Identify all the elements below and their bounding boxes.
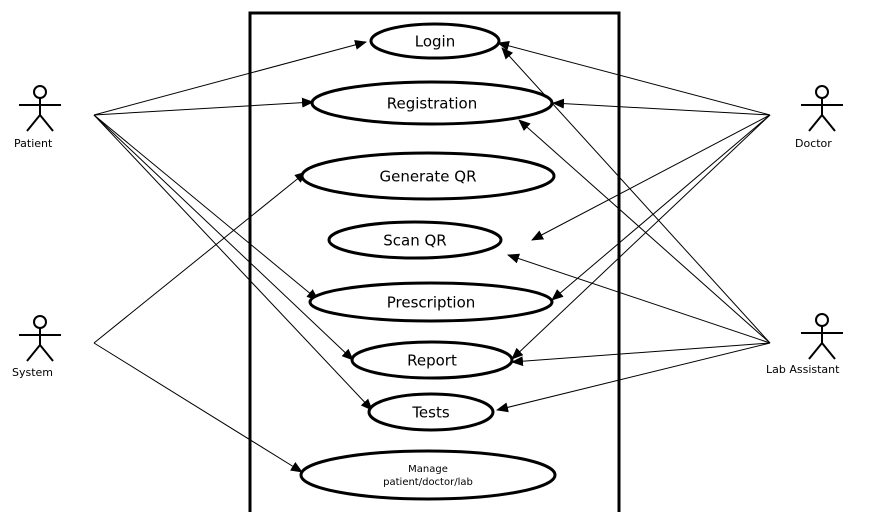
actor-doctor: Doctor [795, 85, 843, 150]
system-boundary [248, 11, 621, 512]
use-case-login: Login [369, 22, 501, 60]
association-lab-to-tests [496, 342, 771, 413]
use-case-ellipse [350, 340, 514, 380]
association-patient-to-registration [93, 97, 314, 116]
association-lab-to-scan-qr [507, 253, 771, 344]
association-doctor-to-login [497, 40, 771, 116]
association-lab-to-registration [518, 119, 771, 344]
use-case-label: Prescription [387, 293, 476, 311]
association-doctor-to-prescription [551, 114, 771, 301]
use-case-generate-qr: Generate QR [300, 151, 556, 201]
use-case-ellipse [299, 449, 557, 501]
actor-label: Lab Assistant [766, 363, 840, 376]
use-case-tests: Tests [367, 392, 495, 432]
actor-label: Doctor [795, 137, 832, 150]
use-case-label: Scan QR [383, 231, 446, 249]
use-case-ellipse [308, 281, 554, 323]
association-patient-to-tests [93, 114, 373, 411]
actor-system: System [12, 315, 61, 379]
use-case-label: Registration [387, 94, 477, 112]
association-patient-to-report [93, 114, 354, 361]
use-case-prescription: Prescription [308, 281, 554, 323]
actor-lab: Lab Assistant [766, 313, 843, 376]
use-case-ellipse [327, 220, 503, 260]
association-system-to-generate-qr [93, 171, 307, 344]
use-case-ellipse [369, 22, 501, 60]
association-lab-to-report [511, 342, 771, 367]
use-case-ellipse [367, 392, 495, 432]
association-patient-to-prescription [93, 114, 319, 301]
stick-figure-icon [801, 85, 843, 132]
association-doctor-to-registration [552, 98, 771, 116]
use-case-report: Report [350, 340, 514, 380]
use-case-manage: Manage patient/doctor/lab [299, 449, 557, 501]
use-case-label: Manage [408, 464, 448, 475]
use-case-scan-qr: Scan QR [327, 220, 503, 260]
use-case-registration: Registration [310, 80, 554, 126]
use-case-ellipse [300, 151, 556, 201]
association-doctor-to-report [511, 114, 771, 360]
actor-label: System [12, 366, 53, 379]
use-case-label: patient/doctor/lab [383, 477, 473, 488]
association-system-to-manage [93, 342, 303, 473]
stick-figure-icon [19, 315, 61, 362]
use-case-label: Tests [411, 403, 450, 421]
actor-label: Patient [14, 137, 53, 150]
stick-figure-icon [19, 85, 61, 132]
association-doctor-to-scan-qr [531, 114, 771, 241]
actor-patient: Patient [14, 85, 61, 150]
stick-figure-icon [801, 313, 843, 360]
use-case-label: Login [415, 32, 455, 50]
association-patient-to-login [93, 40, 367, 116]
use-case-label: Generate QR [379, 167, 476, 185]
use-case-ellipse [310, 80, 554, 126]
use-case-label: Report [407, 351, 457, 369]
